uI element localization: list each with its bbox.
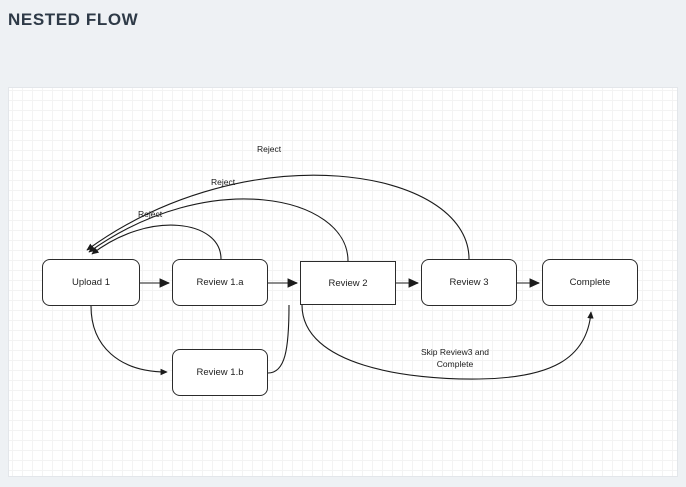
- node-review3[interactable]: Review 3: [421, 259, 517, 306]
- edge-upload1-review1b: [90, 305, 168, 376]
- page-title: NESTED FLOW: [8, 10, 139, 29]
- edge-label-skip-line1: Skip Review3 and: [420, 347, 490, 357]
- node-label: Review 2: [328, 277, 368, 289]
- edge-label-reject-outer: Reject: [257, 144, 282, 154]
- node-label: Review 1.a: [196, 277, 244, 288]
- node-label: Upload 1: [71, 277, 111, 288]
- node-label: Review 1.b: [196, 367, 244, 378]
- node-label: Review 3: [449, 277, 489, 288]
- node-review2[interactable]: Review 2: [300, 261, 396, 305]
- edge-review2-upload1-reject: [88, 198, 349, 262]
- edge-label-skip-line2: Complete: [436, 359, 474, 369]
- edge-label-reject-middle: Reject: [211, 177, 236, 187]
- edge-review3-upload1-reject: [86, 174, 470, 260]
- edge-layer: [86, 174, 594, 380]
- edge-review1b-review2: [267, 304, 290, 374]
- node-upload1[interactable]: Upload 1: [42, 259, 140, 306]
- edge-review2-complete-skip: [301, 304, 594, 380]
- node-review1b[interactable]: Review 1.b: [172, 349, 268, 396]
- node-label: Complete: [569, 277, 611, 288]
- edge-label-reject-inner: Reject: [138, 209, 163, 219]
- diagram-canvas[interactable]: Upload 1 Review 1.a Review 1.b Review 2 …: [8, 87, 678, 477]
- node-complete[interactable]: Complete: [542, 259, 638, 306]
- edge-review1a-upload1-reject: [91, 224, 222, 260]
- node-review1a[interactable]: Review 1.a: [172, 259, 268, 306]
